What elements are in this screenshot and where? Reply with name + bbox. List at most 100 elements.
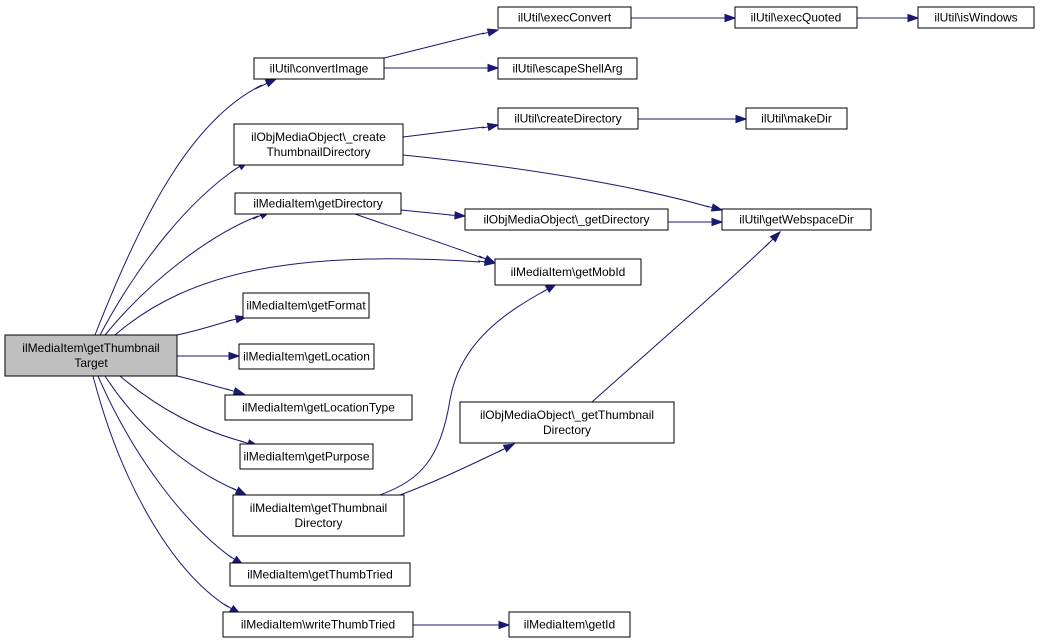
node-label-getWebspaceDir: ilUtil\getWebspaceDir: [739, 213, 854, 227]
node-label-root-line2: Target: [74, 356, 108, 370]
node-objGetDirectory[interactable]: ilObjMediaObject\_getDirectory: [464, 208, 669, 231]
arrowhead-objGetDirectory-to-getWebspaceDir: [711, 217, 724, 227]
arrowhead-execConvert-to-execQuoted: [724, 13, 737, 23]
node-isWindows[interactable]: ilUtil\isWindows: [917, 6, 1035, 29]
node-label-convertImage: ilUtil\convertImage: [270, 62, 369, 76]
node-box-execConvert[interactable]: [497, 6, 632, 29]
node-box-getThumbTried[interactable]: [229, 562, 411, 587]
node-getDirectory[interactable]: ilMediaItem\getDirectory: [234, 192, 402, 215]
node-getWebspaceDir[interactable]: ilUtil\getWebspaceDir: [721, 208, 872, 231]
node-label-getId: ilMediaItem\getId: [524, 618, 615, 632]
edge-tail-createThumbDir-to-getWebspaceDir: [705, 205, 713, 209]
edge-root-to-convertImage: [94, 84, 263, 336]
node-box-objGetThumbDir[interactable]: [459, 401, 675, 444]
arrowhead-getDirectory-to-getMobId: [483, 254, 497, 264]
node-getLocationType[interactable]: ilMediaItem\getLocationType: [224, 394, 413, 421]
node-getPurpose[interactable]: ilMediaItem\getPurpose: [239, 443, 374, 470]
node-getLocation[interactable]: ilMediaItem\getLocation: [238, 343, 375, 370]
arrowhead-createThumbDir-to-getWebspaceDir: [710, 203, 724, 212]
node-box-getId[interactable]: [508, 611, 631, 638]
edge-createThumbDir-to-getWebspaceDir: [402, 154, 710, 208]
node-box-getDirectory[interactable]: [234, 192, 402, 215]
node-box-isWindows[interactable]: [917, 6, 1035, 29]
node-label-writeThumbTried: ilMediaItem\writeThumbTried: [241, 618, 395, 632]
node-createDirectory[interactable]: ilUtil\createDirectory: [497, 107, 639, 130]
node-box-getFormat[interactable]: [242, 292, 370, 319]
node-label-objGetDirectory: ilObjMediaObject\_getDirectory: [483, 213, 649, 227]
edge-root-to-getMobId: [114, 258, 481, 336]
edge-tail-root-to-getThumbDir: [231, 487, 238, 491]
node-execQuoted[interactable]: ilUtil\execQuoted: [734, 6, 858, 29]
edge-tail-root-to-convertImage: [254, 82, 268, 90]
edge-tail-root-to-getFormat: [227, 318, 237, 322]
node-execConvert[interactable]: ilUtil\execConvert: [497, 6, 632, 29]
node-getId[interactable]: ilMediaItem\getId: [508, 611, 631, 638]
edge-root-to-getPurpose: [119, 375, 245, 443]
node-box-objGetDirectory[interactable]: [464, 208, 669, 231]
node-convertImage[interactable]: ilUtil\convertImage: [253, 57, 385, 80]
node-writeThumbTried[interactable]: ilMediaItem\writeThumbTried: [222, 611, 414, 638]
node-label-getThumbDir-line1: ilMediaItem\getThumbnail: [250, 501, 387, 515]
edge-root-to-getThumbTried: [97, 375, 233, 559]
arrowhead-createThumbDir-to-createDirectory: [486, 122, 500, 132]
edge-getDirectory-to-getMobId: [354, 213, 483, 259]
node-box-execQuoted[interactable]: [734, 6, 858, 29]
node-box-getMobId[interactable]: [494, 258, 642, 286]
node-label-objGetThumbDir-line2: Directory: [543, 423, 591, 437]
edge-createThumbDir-to-createDirectory: [402, 126, 485, 138]
node-box-convertImage[interactable]: [253, 57, 385, 80]
node-getThumbTried[interactable]: ilMediaItem\getThumbTried: [229, 562, 411, 587]
node-label-getPurpose: ilMediaItem\getPurpose: [243, 450, 369, 464]
node-box-getThumbDir[interactable]: [232, 494, 405, 537]
edge-objGetThumbDir-to-getWebspaceDir: [591, 241, 771, 403]
node-box-getLocationType[interactable]: [224, 394, 413, 421]
edge-getThumbDir-to-objGetThumbDir: [399, 449, 503, 496]
node-box-getWebspaceDir[interactable]: [721, 208, 872, 231]
node-label-escapeShellArg: ilUtil\escapeShellArg: [512, 62, 622, 76]
edge-tail-createThumbDir-to-createDirectory: [481, 126, 489, 129]
node-box-escapeShellArg[interactable]: [497, 57, 638, 80]
edge-tail-objGetThumbDir-to-getWebspaceDir: [764, 238, 774, 248]
node-makeDir[interactable]: ilUtil\makeDir: [745, 107, 848, 130]
edge-tail-getDirectory-to-getMobId: [478, 255, 487, 260]
edge-getDirectory-to-objGetDirectory: [400, 209, 452, 216]
arrowhead-createDirectory-to-makeDir: [735, 114, 748, 124]
node-box-getLocation[interactable]: [238, 343, 375, 370]
node-box-root[interactable]: [4, 334, 178, 377]
edge-root-to-writeThumbTried: [92, 375, 229, 608]
node-createThumbDir[interactable]: ilObjMediaObject\_createThumbnailDirecto…: [233, 123, 404, 166]
node-getFormat[interactable]: ilMediaItem\getFormat: [242, 292, 370, 319]
arrowhead-execQuoted-to-isWindows: [907, 13, 920, 23]
edge-tail-root-to-getMobId: [477, 260, 486, 263]
node-box-createDirectory[interactable]: [497, 107, 639, 130]
edge-root-to-getLocationType: [176, 375, 231, 391]
edge-convertImage-to-execConvert: [383, 32, 485, 59]
edge-tail-root-to-writeThumbTried: [223, 603, 232, 610]
edge-tail-root-to-createThumbDir: [230, 166, 240, 173]
node-label-getDirectory: ilMediaItem\getDirectory: [253, 197, 382, 211]
edge-tail-root-to-getThumbTried: [227, 554, 235, 560]
node-box-writeThumbTried[interactable]: [222, 611, 414, 638]
node-label-execConvert: ilUtil\execConvert: [518, 11, 612, 25]
node-escapeShellArg[interactable]: ilUtil\escapeShellArg: [497, 57, 638, 80]
edge-root-to-getFormat: [176, 319, 233, 336]
edge-root-to-getThumbDir: [104, 375, 237, 491]
arrowhead-root-to-getThumbDir: [234, 486, 248, 496]
edge-tail-convertImage-to-execConvert: [481, 31, 489, 35]
node-box-getPurpose[interactable]: [239, 443, 374, 470]
edge-tail-root-to-getPurpose: [239, 440, 249, 444]
node-box-makeDir[interactable]: [745, 107, 848, 130]
arrowhead-getThumbDir-to-objGetThumbDir: [502, 443, 516, 453]
arrowhead-root-to-getLocation: [228, 351, 241, 361]
node-box-createThumbDir[interactable]: [233, 123, 404, 166]
node-label-objGetThumbDir-line1: ilObjMediaObject\_getThumbnail: [480, 408, 654, 422]
arrowhead-getDirectory-to-objGetDirectory: [454, 211, 467, 220]
node-label-getLocation: ilMediaItem\getLocation: [243, 350, 370, 364]
node-label-getThumbTried: ilMediaItem\getThumbTried: [247, 568, 393, 582]
node-label-getFormat: ilMediaItem\getFormat: [246, 299, 366, 313]
node-getMobId[interactable]: ilMediaItem\getMobId: [494, 258, 642, 286]
